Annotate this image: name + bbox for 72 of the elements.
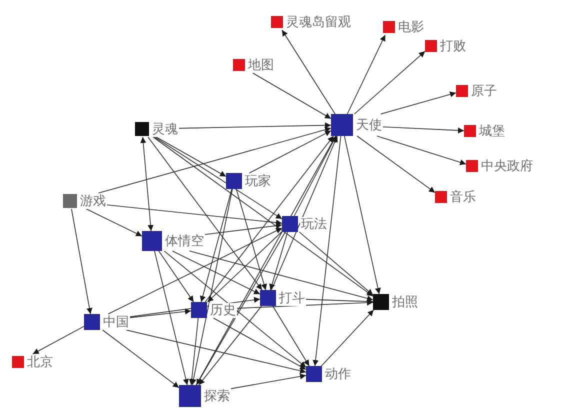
node-label: 城堡 bbox=[478, 124, 506, 138]
node-label: 打斗 bbox=[278, 290, 306, 306]
arrow bbox=[236, 188, 267, 290]
arrow bbox=[189, 250, 374, 302]
arrow bbox=[108, 228, 282, 314]
arrow bbox=[204, 136, 334, 302]
arrow bbox=[356, 136, 436, 193]
arrow bbox=[269, 232, 288, 290]
node-label: 历史 bbox=[209, 302, 237, 318]
arrow bbox=[236, 300, 374, 309]
arrow bbox=[272, 306, 310, 366]
arrow bbox=[126, 330, 306, 374]
node-label: 体情空 bbox=[164, 234, 205, 248]
arrow bbox=[306, 298, 374, 304]
arrow bbox=[172, 250, 260, 294]
node-label: 地图 bbox=[247, 58, 275, 72]
arrow bbox=[154, 250, 189, 386]
arrow bbox=[346, 34, 386, 114]
node-label: 灵魂岛留观 bbox=[285, 14, 352, 30]
arrow bbox=[252, 72, 332, 119]
arrow bbox=[213, 318, 306, 370]
arrow bbox=[196, 136, 336, 386]
arrow bbox=[204, 222, 282, 235]
node-label: 北京 bbox=[26, 354, 54, 370]
node-label: 音乐 bbox=[449, 190, 477, 204]
arrow bbox=[190, 188, 233, 386]
arrow bbox=[140, 136, 154, 232]
node-label: 灵魂 bbox=[151, 122, 179, 136]
arrow bbox=[207, 231, 282, 302]
arrow bbox=[154, 136, 282, 220]
node-label: 中央政府 bbox=[480, 158, 534, 174]
arrow bbox=[164, 250, 306, 368]
arrow bbox=[156, 136, 226, 177]
node-label: 天使 bbox=[355, 118, 383, 132]
arrow bbox=[382, 126, 464, 134]
node-label: 探索 bbox=[203, 388, 231, 404]
arrow bbox=[298, 232, 374, 296]
arrow bbox=[230, 374, 306, 390]
arrow bbox=[158, 250, 194, 302]
arrow bbox=[98, 126, 332, 194]
arrow bbox=[152, 136, 374, 297]
arrow bbox=[148, 136, 262, 290]
arrow bbox=[178, 122, 332, 129]
arrow bbox=[86, 208, 142, 236]
arrow bbox=[130, 308, 192, 318]
arrow bbox=[354, 50, 426, 114]
arrow bbox=[380, 91, 456, 114]
node-label: 原子 bbox=[470, 84, 498, 98]
node-label: 玩法 bbox=[300, 216, 328, 232]
node-label: 动作 bbox=[324, 366, 352, 382]
arrow bbox=[376, 136, 466, 166]
arrow bbox=[196, 232, 286, 386]
arrow bbox=[71, 208, 92, 314]
arrow bbox=[249, 130, 332, 174]
node-label: 打败 bbox=[439, 38, 467, 54]
arrow bbox=[344, 136, 381, 294]
node-label: 中国 bbox=[102, 314, 130, 330]
arrow bbox=[200, 188, 232, 302]
arrow bbox=[294, 136, 337, 216]
arrow bbox=[271, 136, 338, 290]
arrow bbox=[198, 306, 262, 386]
node-label: 拍照 bbox=[391, 294, 419, 310]
arrow bbox=[106, 204, 282, 226]
node-label: 游戏 bbox=[79, 194, 107, 208]
arrow bbox=[102, 330, 180, 388]
arrow bbox=[282, 30, 336, 114]
arrow bbox=[188, 318, 199, 386]
node-label: 电影 bbox=[397, 20, 425, 34]
arrow bbox=[321, 310, 374, 366]
node-label: 玩家 bbox=[244, 174, 272, 188]
arrow bbox=[32, 326, 84, 354]
arrow bbox=[312, 136, 342, 366]
